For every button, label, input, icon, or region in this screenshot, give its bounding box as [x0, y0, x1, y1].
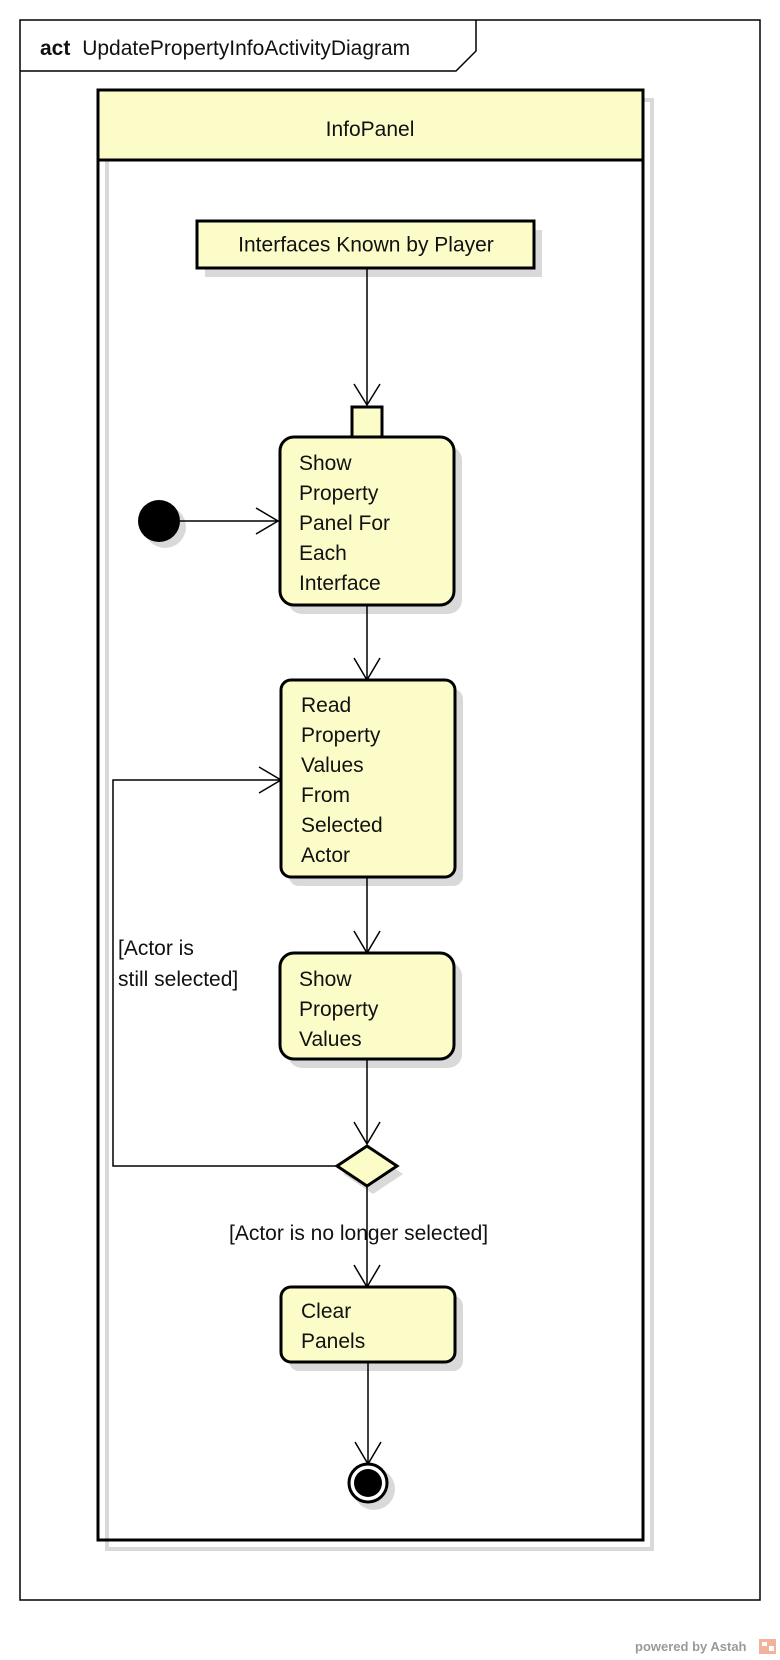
frame-title: act UpdatePropertyInfoActivityDiagram	[40, 37, 410, 60]
guard-line: [Actor is	[118, 937, 194, 960]
arrowhead	[353, 383, 381, 407]
action-show-panel-label: Show Property Panel For Each Interface	[299, 452, 396, 595]
action-line: Property	[301, 724, 381, 747]
final-node-dot	[354, 1469, 382, 1497]
action-line: Clear	[301, 1300, 351, 1323]
action-line: Panel For	[299, 512, 390, 535]
object-node	[195, 219, 536, 270]
action-line: Interface	[299, 572, 381, 595]
action-line: Each	[299, 542, 347, 565]
action-line: Actor	[301, 844, 350, 867]
action-line: Show	[299, 452, 352, 475]
partition-label: InfoPanel	[326, 118, 415, 141]
action-line: Values	[299, 1028, 362, 1051]
partition-lane	[96, 158, 645, 1542]
frame-name-tab	[20, 20, 477, 72]
arrowhead	[258, 766, 283, 794]
action-show-values-label: Show Property Values	[299, 968, 384, 1051]
edge-loop-back	[112, 779, 337, 1167]
frame-name: UpdatePropertyInfoActivityDiagram	[82, 37, 410, 60]
action-read-values-label: Read Property Values From Selected Actor	[301, 694, 389, 867]
action-line: Read	[301, 694, 351, 717]
action-line: Property	[299, 998, 379, 1021]
action-clear-panels-label: Clear Panels	[301, 1300, 365, 1353]
object-node-label: Interfaces Known by Player	[238, 234, 494, 257]
guard-exit: [Actor is no longer selected]	[229, 1222, 488, 1245]
astah-logo-icon	[759, 1639, 776, 1654]
partition-header	[96, 88, 645, 162]
initial-node	[138, 500, 180, 542]
input-pin	[350, 405, 384, 439]
action-line: Values	[301, 754, 364, 777]
action-line: Show	[299, 968, 352, 991]
action-line: Property	[299, 482, 379, 505]
action-line: Selected	[301, 814, 383, 837]
arrowhead	[353, 1121, 381, 1146]
guard-line: still selected]	[118, 968, 238, 991]
action-line: From	[301, 784, 350, 807]
frame-keyword: act	[40, 37, 70, 60]
guard-loop: [Actor is still selected]	[118, 937, 238, 991]
arrowhead	[255, 507, 280, 535]
action-line: Panels	[301, 1330, 365, 1353]
watermark-text: powered by Astah	[635, 1639, 747, 1654]
action-read-values	[279, 678, 457, 879]
